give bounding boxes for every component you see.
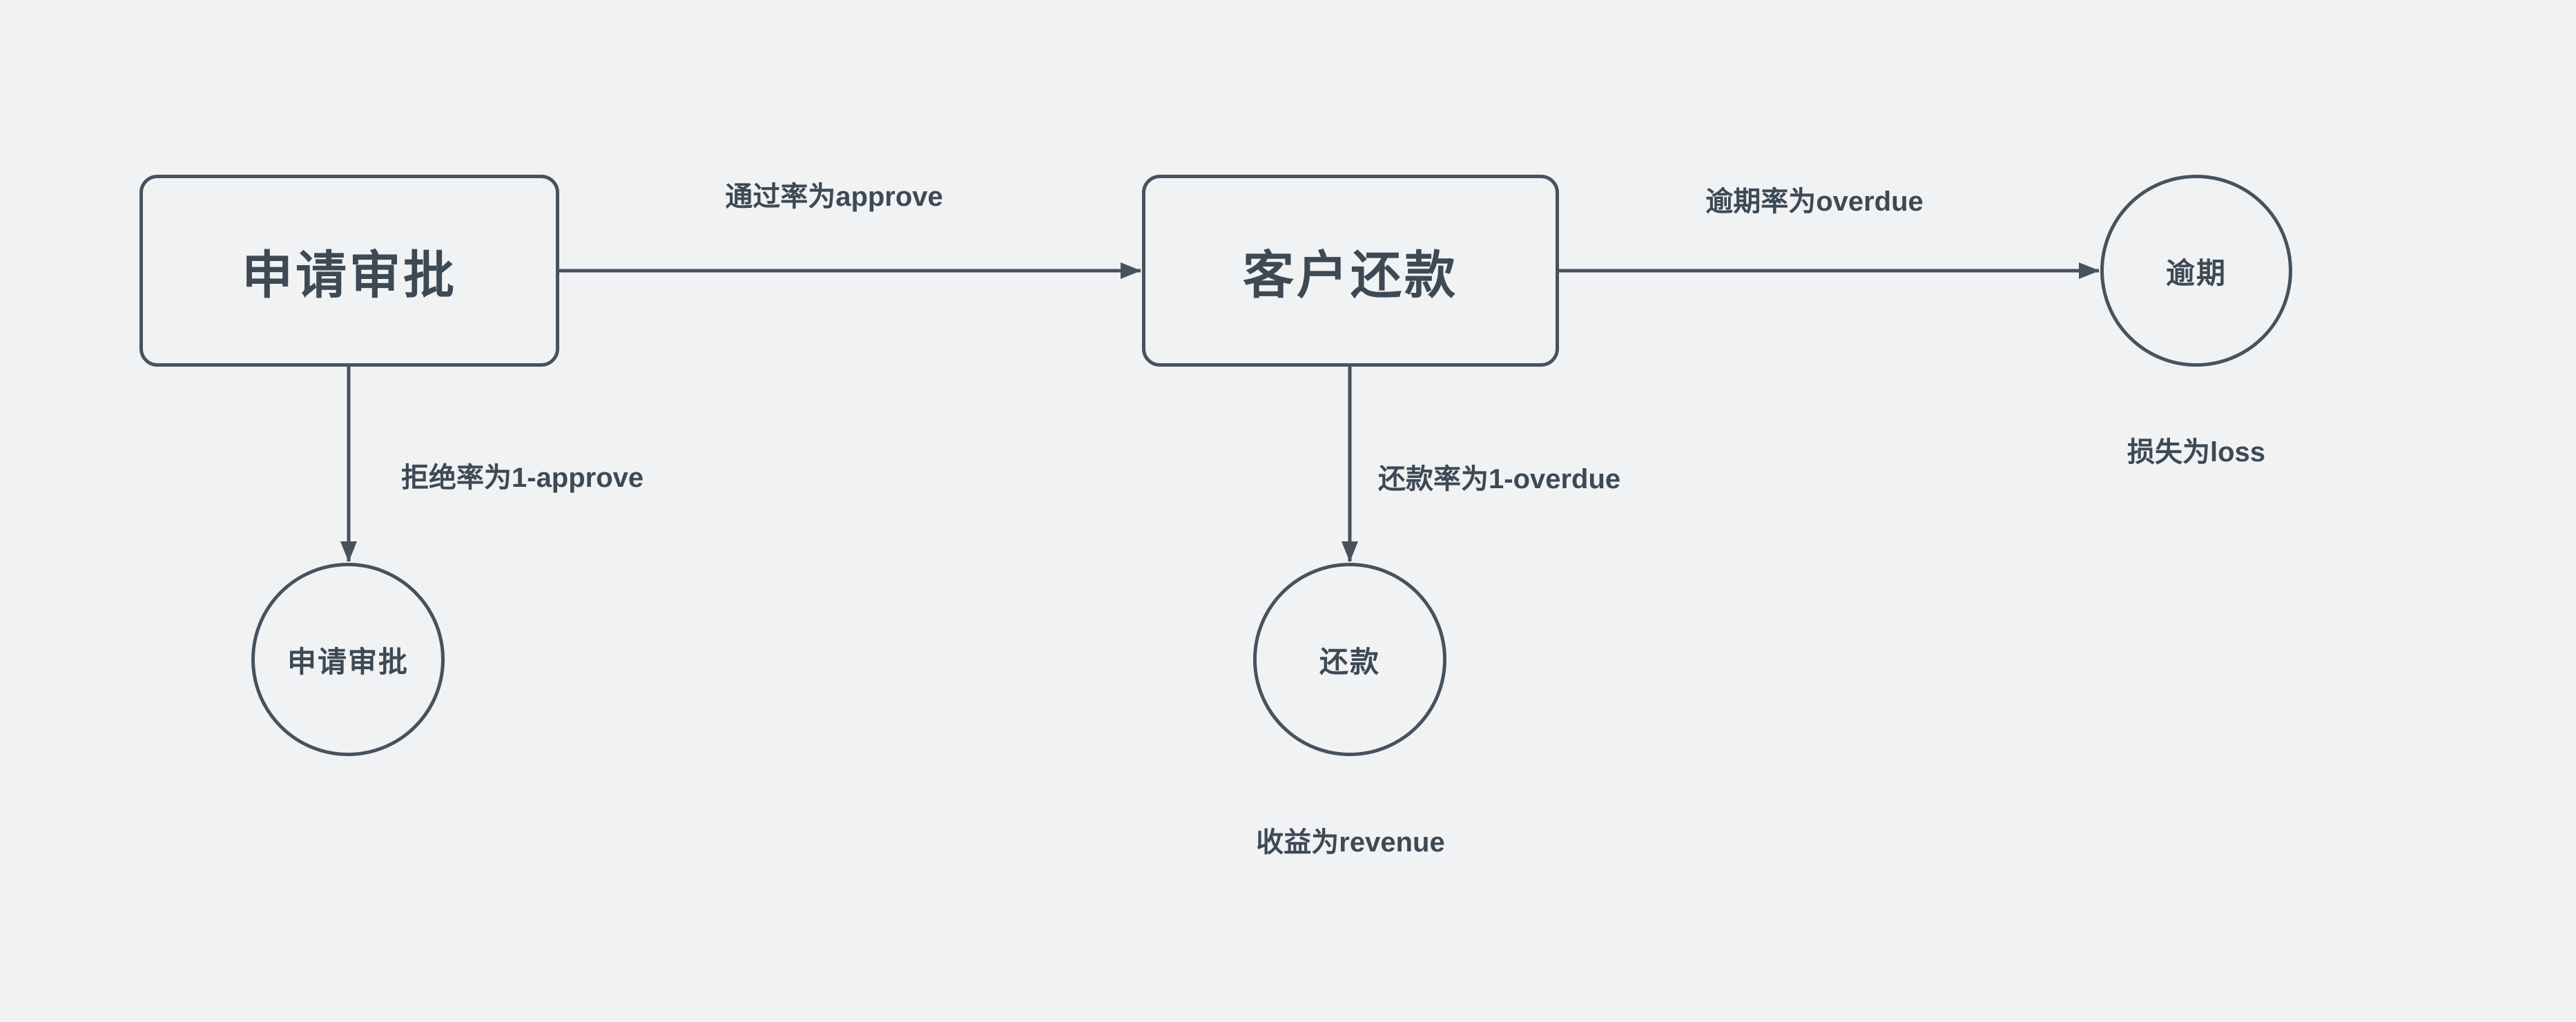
edge-label-repayment-rate[interactable]: 还款率为1-overdue: [1378, 464, 1621, 494]
node-customer-repayment-box[interactable]: 客户还款: [1142, 175, 1559, 367]
annotation-revenue[interactable]: 收益为revenue: [1256, 827, 1445, 858]
node-label: 申请审批: [287, 645, 409, 678]
node-label: 还款: [1319, 645, 1380, 678]
edge-label-reject-rate[interactable]: 拒绝率为1-approve: [401, 463, 644, 493]
edge-label-overdue-rate[interactable]: 逾期率为overdue: [1705, 186, 1924, 217]
edge-label-pass-rate[interactable]: 通过率为approve: [725, 182, 943, 212]
node-application-approval-box[interactable]: 申请审批: [139, 175, 559, 367]
node-repayment-circle[interactable]: 还款: [1253, 563, 1446, 756]
node-label: 申请审批: [242, 246, 457, 304]
node-overdue-circle[interactable]: 逾期: [2100, 175, 2292, 367]
annotation-loss[interactable]: 损失为loss: [2127, 437, 2266, 467]
node-label: 客户还款: [1243, 246, 1458, 304]
node-application-approval-circle[interactable]: 申请审批: [251, 563, 445, 756]
node-label: 逾期: [2165, 256, 2227, 289]
